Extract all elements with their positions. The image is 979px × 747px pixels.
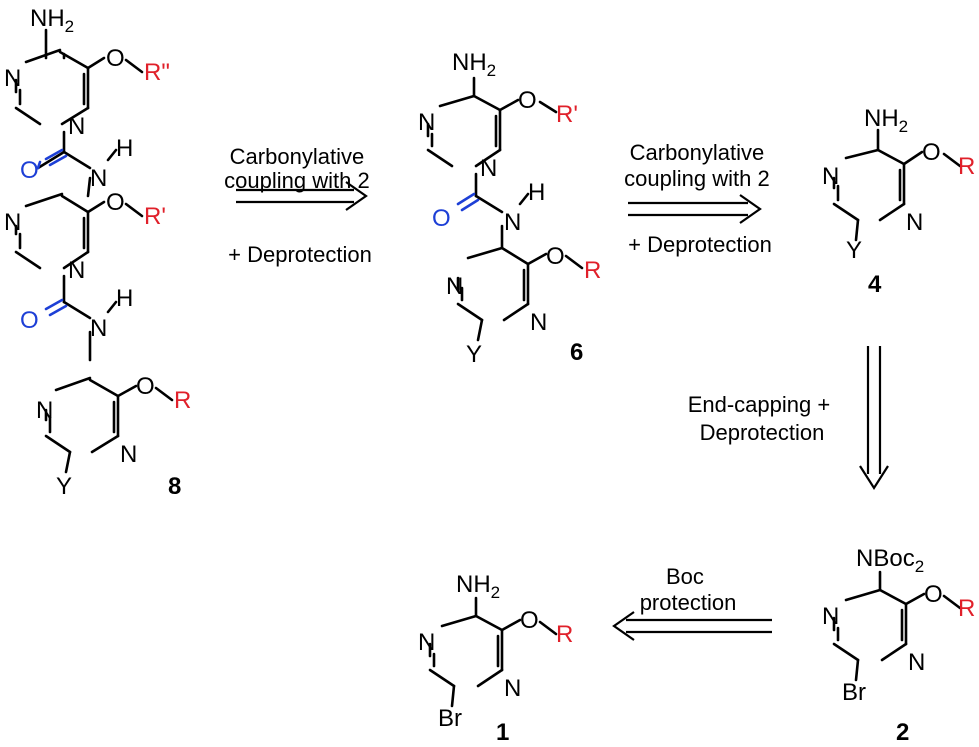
c8-r-double-prime: R" (144, 59, 170, 86)
pyrazine-ring-middle (14, 192, 90, 270)
step-4-label: Boc protection (640, 564, 737, 615)
c8-o-middle: O (106, 189, 125, 216)
c8-r-prime: R' (144, 203, 166, 230)
c8-n-top-left: N (4, 65, 21, 92)
c2-n-right: N (908, 649, 925, 676)
step-1-label: Carbonylative coupling with 2 + Deprotec… (224, 144, 376, 267)
retro-arrow-3 (859, 346, 889, 491)
c1-br: Br (438, 705, 462, 732)
compound-8-structure (14, 28, 174, 474)
c4-n-left: N (822, 163, 839, 190)
c1-nh2: NH2 (456, 571, 500, 602)
c6-n-top-right: N (480, 155, 497, 182)
c8-o-top: O (106, 45, 125, 72)
c4-o: O (922, 139, 941, 166)
c8-o-carbonyl-bottom: O (20, 307, 39, 334)
c6-n-amide: N (504, 209, 521, 236)
c8-y: Y (56, 473, 72, 500)
c4-r: R (958, 153, 975, 180)
c6-o-carbonyl: O (432, 205, 451, 232)
c6-o-bottom: O (546, 243, 565, 270)
c2-r: R (958, 595, 975, 622)
step-2-label: Carbonylative coupling with 2 + Deprotec… (624, 140, 776, 257)
c8-o-bottom: O (136, 373, 155, 400)
c6-n-bottom-right: N (530, 309, 547, 336)
compound-number-6: 6 (570, 339, 583, 366)
compound-number-2: 2 (896, 719, 909, 746)
c8-n-bottom-right: N (120, 441, 137, 468)
c8-n-middle-right: N (68, 257, 85, 284)
c6-nh2: NH2 (452, 49, 496, 80)
c8-n-middle-left: N (4, 209, 21, 236)
c6-n-top-left: N (418, 109, 435, 136)
retro-arrow-2 (628, 194, 762, 224)
c1-n-left: N (418, 629, 435, 656)
c2-o: O (924, 581, 943, 608)
compound-2-structure (832, 570, 962, 682)
c8-n-bottom-left: N (36, 397, 53, 424)
c8-h-bottom: H (116, 285, 133, 312)
pyrazine-ring-bottom (44, 376, 120, 474)
pyrazine-ring-top (14, 28, 90, 126)
step-3-label: End-capping + Deprotection (688, 392, 837, 445)
compound-number-1: 1 (496, 719, 509, 746)
c8-n-amide-top: N (90, 165, 107, 192)
retro-arrow-4 (612, 611, 772, 641)
c8-o-carbonyl-top: O (20, 157, 39, 184)
c4-y: Y (846, 237, 862, 264)
compound-1-structure (428, 596, 558, 708)
c6-h: H (528, 179, 545, 206)
c6-r: R (584, 257, 601, 284)
retro-arrow-1 (236, 181, 368, 211)
c2-br: Br (842, 679, 866, 706)
c6-n-bottom-left: N (446, 273, 463, 300)
c2-nboc2: NBoc2 (856, 545, 924, 576)
c8-r: R (174, 387, 191, 414)
c6-o-top: O (518, 87, 537, 114)
c6-r-prime: R' (556, 101, 578, 128)
c1-r: R (556, 621, 573, 648)
c8-h-top: H (116, 135, 133, 162)
c6-y: Y (466, 341, 482, 368)
c1-o: O (520, 607, 539, 634)
c4-nh2: NH2 (864, 105, 908, 136)
compound-number-8: 8 (168, 473, 181, 500)
c4-n-right: N (906, 209, 923, 236)
compound-number-4: 4 (868, 271, 882, 298)
c8-nh2: NH2 (30, 5, 74, 36)
c8-n-top-right: N (68, 113, 85, 140)
c8-n-amide-bottom: N (90, 315, 107, 342)
c2-n-left: N (822, 603, 839, 630)
compound-4-structure (832, 128, 962, 242)
compound-6-structure (426, 76, 584, 342)
c1-n-right: N (504, 675, 521, 702)
